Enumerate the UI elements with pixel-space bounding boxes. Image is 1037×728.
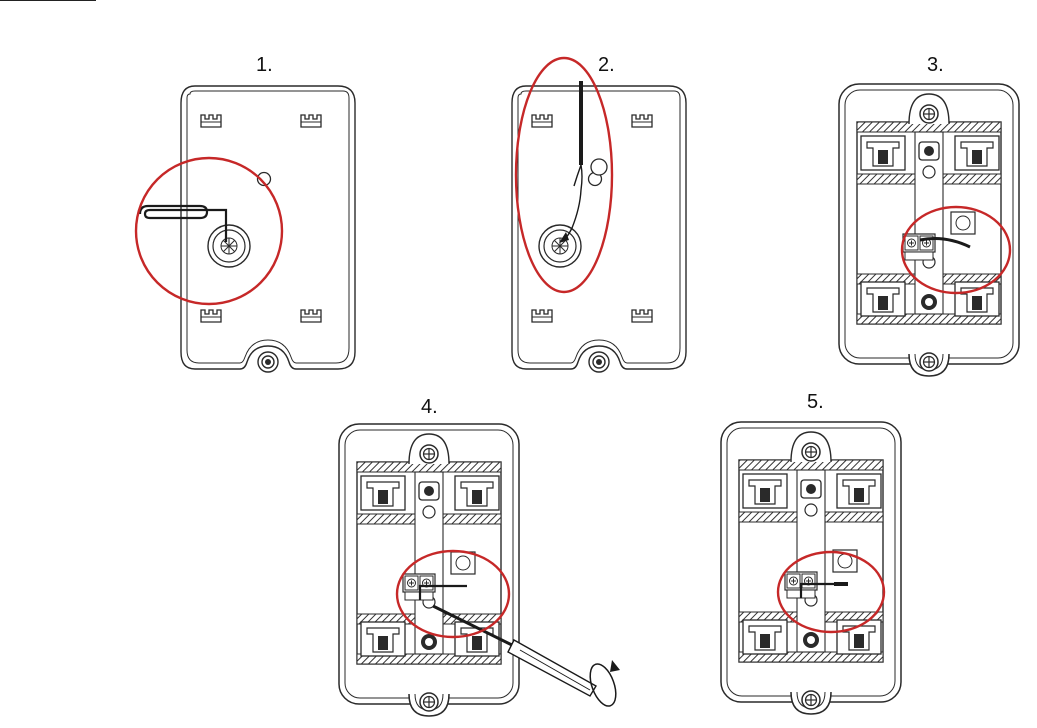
step-4-label: 4.: [421, 396, 438, 418]
top-rule: [0, 0, 96, 1]
step-1-label: 1.: [256, 54, 273, 76]
step-4-figure: [339, 424, 620, 716]
step-5-label: 5.: [807, 391, 824, 413]
step-1-figure: [134, 86, 355, 372]
step-2-figure: [512, 56, 686, 372]
step-3-figure: [839, 84, 1019, 376]
highlight-ellipse: [900, 205, 1012, 295]
step-2-label: 2.: [598, 54, 615, 76]
highlight-ellipse: [776, 550, 886, 634]
step-3-label: 3.: [927, 54, 944, 76]
screwdriver-icon: [432, 604, 620, 707]
highlight-circle: [134, 156, 284, 306]
highlight-ellipse: [395, 549, 511, 639]
highlight-ellipse: [514, 56, 614, 294]
step-5-figure: [721, 422, 901, 714]
